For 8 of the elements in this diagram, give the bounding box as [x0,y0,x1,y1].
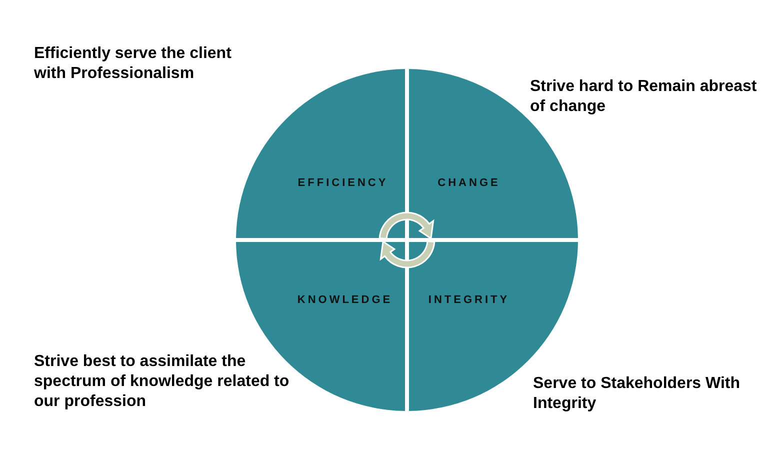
segment-label: KNOWLEDGE [297,294,393,306]
segment-label: INTEGRITY [428,294,510,306]
segment-label: EFFICIENCY [298,177,388,189]
segment-label: CHANGE [438,177,500,189]
description-text: Serve to Stakeholders With Integrity [533,374,742,414]
description-text: Strive hard to Remain abreast of change [530,77,758,117]
description-text: Strive best to assimilate the spectrum of knowledge related to our profession [34,352,290,412]
description-text: Efficiently serve the client with Professionalism [34,44,232,84]
